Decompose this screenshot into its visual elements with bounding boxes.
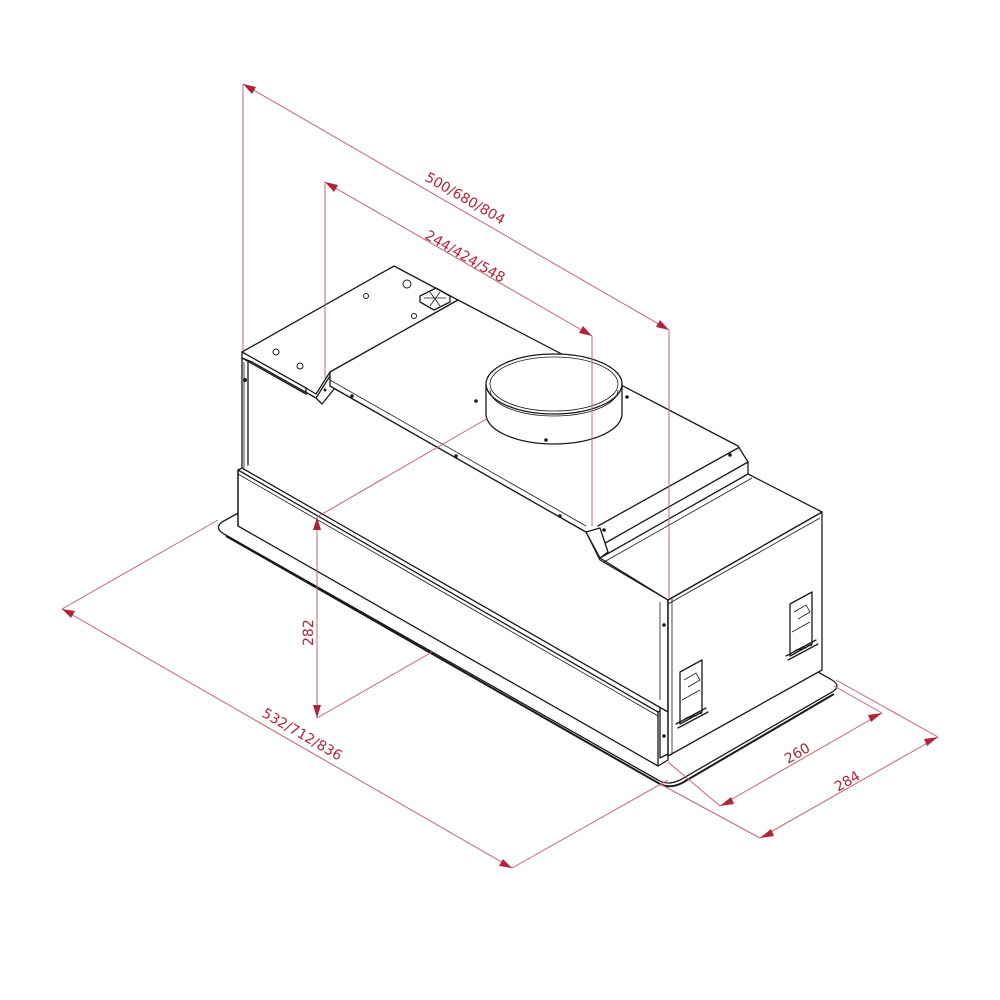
mounting-bracket-right-icon xyxy=(785,591,819,661)
body-right-face xyxy=(659,511,823,757)
dim-label-panel-depth: 284 xyxy=(832,768,863,795)
dim-label-overall-length: 500/680/804 xyxy=(422,170,508,229)
terminal-block-icon xyxy=(402,279,451,311)
dim-label-panel-length: 532/712/836 xyxy=(259,706,345,765)
duct-collar xyxy=(474,353,629,445)
dim-label-body-depth: 260 xyxy=(782,740,813,767)
mounting-bracket-left-icon xyxy=(675,659,709,729)
dim-label-duct-offset: 244/424/548 xyxy=(422,228,508,287)
dim-label-height: 282 xyxy=(301,619,317,646)
dimension-height: 282 xyxy=(301,417,489,719)
